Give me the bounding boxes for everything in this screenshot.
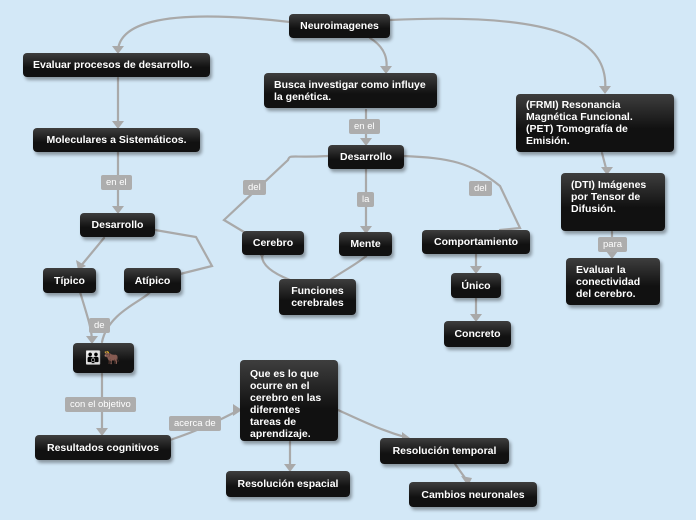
arrow-unico — [470, 266, 482, 274]
node-atipico[interactable]: Atípico — [124, 268, 181, 293]
node-moleculares[interactable]: Moleculares a Sistemáticos. — [33, 128, 200, 152]
link-atipico-emoji — [100, 290, 152, 344]
label-para: para — [598, 237, 628, 252]
node-busca-investigar[interactable]: Busca investigar como influye la genétic… — [264, 73, 437, 108]
arrow-conectividad — [606, 251, 618, 259]
node-resultados-cognitivos[interactable]: Resultados cognitivos — [35, 435, 171, 460]
label-en-el-mid: en el — [349, 119, 380, 134]
link-desarrollo-tipico — [78, 236, 106, 269]
node-concreto[interactable]: Concreto — [444, 321, 511, 347]
arrow-frmi — [599, 86, 611, 94]
node-funciones-cerebrales[interactable]: Funciones cerebrales — [279, 279, 356, 315]
label-del-cerebro: del — [243, 180, 266, 195]
arrow-busca — [380, 66, 392, 74]
arrow-dti — [601, 167, 613, 175]
arrow-espacial — [284, 464, 296, 472]
arrow-moleculares — [112, 121, 124, 129]
link-desarrollo-cerebro — [222, 154, 330, 234]
label-la: la — [357, 192, 375, 207]
link-neuro-frmi — [388, 17, 607, 94]
node-que-es[interactable]: Que es lo que ocurre en el cerebro en la… — [240, 360, 338, 441]
node-neuroimagenes[interactable]: Neuroimagenes — [289, 14, 390, 38]
node-resolucion-espacial[interactable]: Resolución espacial — [226, 471, 350, 497]
arrow-desarrollo-mid — [360, 138, 372, 146]
node-cerebro[interactable]: Cerebro — [242, 231, 304, 255]
arrow-concreto — [470, 314, 482, 322]
label-del-comportamiento: del — [469, 181, 492, 196]
arrow-desarrollo-left — [112, 206, 124, 214]
label-acerca-de: acerca de — [169, 416, 221, 431]
link-que-es-temporal — [336, 408, 410, 440]
node-desarrollo-mid[interactable]: Desarrollo — [328, 145, 404, 169]
label-de: de — [89, 318, 110, 333]
link-desarrollo-atipico — [153, 228, 214, 276]
link-tipico-emoji — [78, 290, 94, 344]
arrow-tipico — [76, 260, 86, 270]
node-comportamiento[interactable]: Comportamiento — [422, 230, 530, 254]
arrow-que-es — [233, 404, 242, 416]
arrow-evaluar — [112, 46, 124, 54]
node-tipico[interactable]: Típico — [43, 268, 96, 293]
node-desarrollo-left[interactable]: Desarrollo — [80, 213, 155, 237]
arrow-emoji — [86, 336, 98, 344]
arrow-resultados — [96, 428, 108, 436]
node-unico[interactable]: Único — [451, 273, 501, 298]
node-cambios-neuronales[interactable]: Cambios neuronales — [409, 482, 537, 507]
link-funciones-mente — [328, 254, 368, 282]
label-en-el-left: en el — [101, 175, 132, 190]
node-dti[interactable]: (DTI) Imágenes por Tensor de Difusión. — [561, 173, 665, 231]
node-evaluar-conectividad[interactable]: Evaluar la conectividad del cerebro. — [566, 258, 660, 305]
label-con-el-objetivo: con el objetivo — [65, 397, 136, 412]
link-desarrollo-comportamiento — [402, 154, 522, 232]
node-evaluar-procesos[interactable]: Evaluar procesos de desarrollo. — [23, 53, 210, 77]
node-resolucion-temporal[interactable]: Resolución temporal — [380, 438, 509, 464]
link-neuro-evaluar — [116, 15, 292, 52]
node-frmi-pet[interactable]: (FRMI) Resonancia Magnética Funcional. (… — [516, 94, 674, 152]
node-mente[interactable]: Mente — [339, 232, 392, 256]
node-family-bull-emoji[interactable]: 👪🐂 — [73, 343, 134, 373]
link-funciones-cerebro — [260, 254, 292, 282]
arrow-mente — [360, 226, 372, 234]
